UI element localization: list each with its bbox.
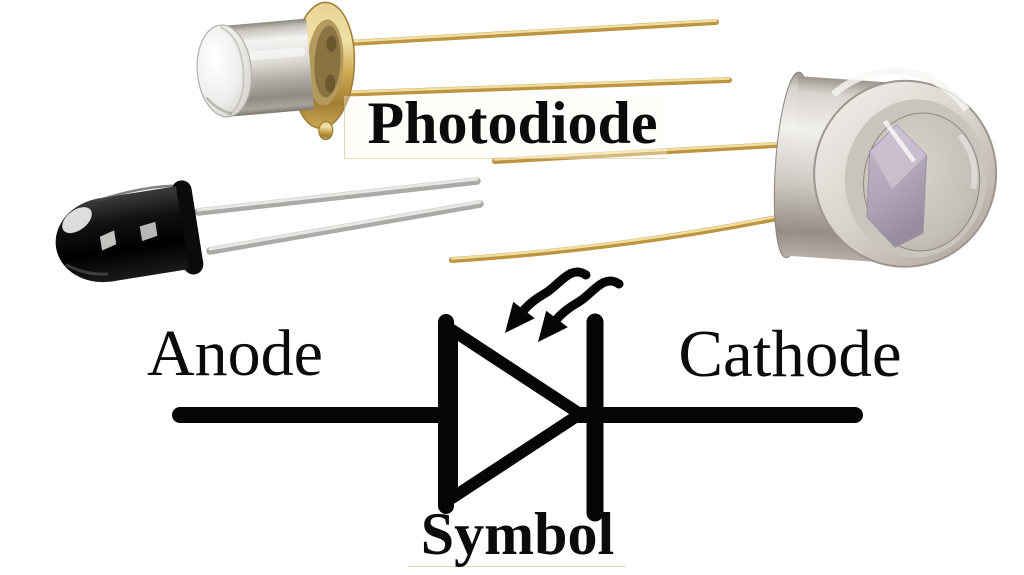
dome-lens-photodiode-leads xyxy=(330,19,732,97)
symbol-caption: Symbol xyxy=(420,501,615,567)
incoming-light-arrow-1 xyxy=(505,267,591,333)
cathode-label: Cathode xyxy=(678,317,902,391)
page-title: Photodiode xyxy=(367,90,658,156)
title-backdrop xyxy=(344,96,667,159)
flat-window-photodiode-leads xyxy=(449,142,780,263)
incoming-light-arrow-2 xyxy=(538,276,624,342)
symbol-triangle xyxy=(446,324,586,504)
black-photodiode-body xyxy=(55,180,204,283)
black-photodiode-leads xyxy=(194,177,484,255)
anode-label: Anode xyxy=(147,317,323,390)
caption-backdrop xyxy=(408,506,626,567)
flat-window-photodiode-body xyxy=(773,67,998,268)
photodiode-symbol xyxy=(172,267,863,522)
dome-lens-photodiode-body xyxy=(196,1,356,141)
